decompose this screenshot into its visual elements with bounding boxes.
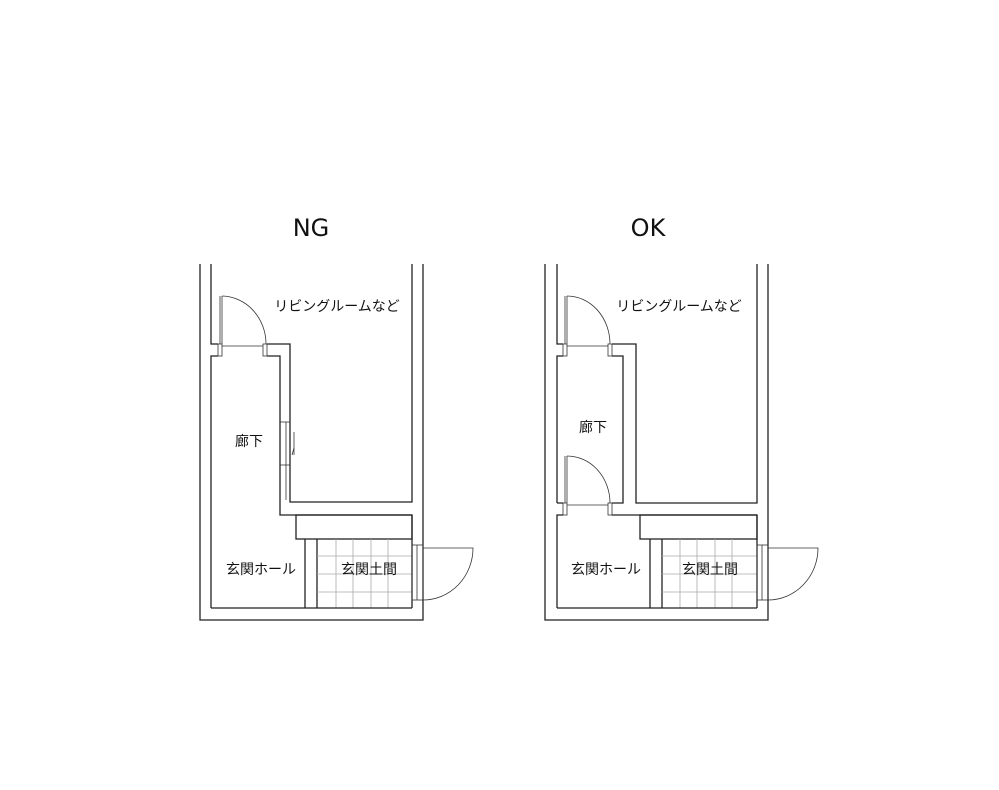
- room-label-doma: 玄関土間: [682, 561, 738, 578]
- room-label-doma: 玄関土間: [341, 561, 397, 578]
- room-label-hall: 玄関ホール: [571, 561, 641, 578]
- room-label-living: リビングルームなど: [274, 299, 400, 315]
- plan-title: NG: [293, 214, 330, 242]
- room-label-corridor: 廊下: [579, 419, 607, 436]
- room-label-corridor: 廊下: [235, 433, 263, 450]
- plan-ng: NG リビングルームなど 廊下 玄関ホール 玄関土間: [199, 214, 474, 621]
- room-label-living: リビングルームなど: [616, 299, 742, 315]
- plan-ok: OK リビングルームなど 廊下 玄関ホール 玄関土間: [544, 214, 819, 621]
- plan-title: OK: [631, 214, 667, 242]
- room-label-hall: 玄関ホール: [226, 561, 296, 578]
